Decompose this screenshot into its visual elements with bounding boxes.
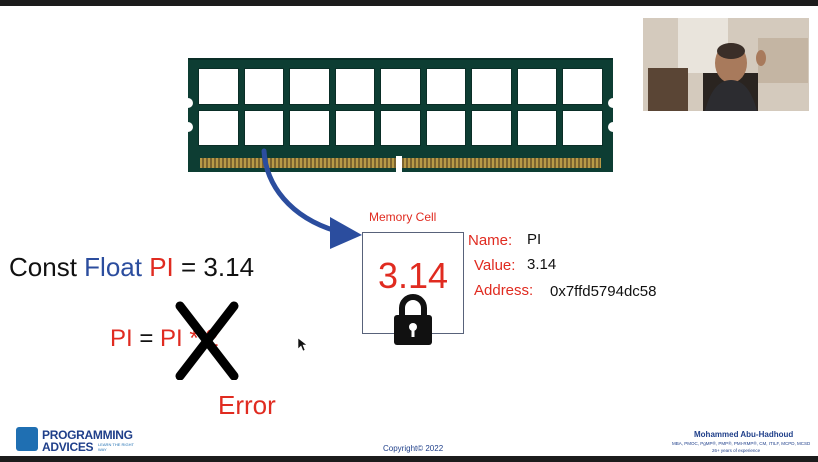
ram-module	[183, 58, 618, 172]
ram-cell	[334, 68, 376, 105]
logo-line2: ADVICES	[42, 440, 94, 454]
lock-icon	[394, 294, 432, 345]
float-keyword: Float	[84, 252, 142, 282]
author-name: Mohammed Abu-Hadhoud	[694, 430, 794, 439]
address-label: Address:	[474, 282, 534, 299]
ram-cell	[289, 68, 330, 105]
ram-side-notch-right-bottom	[608, 122, 618, 132]
arrow-icon	[261, 148, 362, 249]
ram-cell	[243, 109, 285, 146]
memory-cell-box: 3.14	[362, 232, 464, 345]
ram-cell	[380, 109, 421, 146]
reassign-equals: =	[139, 325, 154, 352]
ram-cell	[471, 109, 512, 146]
logo-tagline: LEARN THE RIGHT WAY	[98, 442, 134, 452]
ram-cell	[562, 109, 603, 146]
ram-cell	[471, 68, 512, 105]
programming-advices-logo: PROGRAMMING ADVICES LEARN THE RIGHT WAY	[16, 427, 136, 454]
memory-cell-value: 3.14	[377, 255, 449, 296]
ram-notch	[396, 156, 402, 172]
error-label: Error	[218, 390, 276, 420]
ram-cell	[289, 109, 330, 146]
reassign-lhs: PI	[110, 325, 133, 352]
ram-side-notch-right-top	[608, 98, 618, 108]
ram-cell	[562, 68, 603, 105]
author-experience: 26+ years of experience	[712, 448, 761, 453]
cursor-icon	[298, 338, 308, 352]
video-frame-bottom	[0, 456, 818, 462]
logo-line1: PROGRAMMING	[42, 428, 133, 442]
value-label: Value:	[474, 257, 516, 274]
ram-cell	[425, 109, 467, 146]
ram-cell	[425, 68, 467, 105]
ram-side-notch-left-top	[183, 98, 193, 108]
video-frame-top	[0, 0, 818, 6]
ram-cell	[198, 68, 239, 105]
memory-cell-title: Memory Cell	[369, 210, 437, 224]
address-value: 0x7ffd5794dc58	[550, 283, 657, 300]
ram-cell	[380, 68, 421, 105]
ram-cell	[198, 109, 239, 146]
const-keyword: Const	[9, 252, 77, 282]
logo-icon	[16, 427, 38, 451]
name-value: PI	[527, 231, 542, 248]
pi-identifier: PI	[149, 252, 174, 282]
const-assignment: = 3.14	[181, 252, 255, 282]
ram-cell	[516, 109, 558, 146]
ram-cell	[516, 68, 558, 105]
value-value: 3.14	[527, 256, 557, 273]
const-declaration: Const Float PI = 3.14	[9, 252, 254, 283]
ram-cell	[243, 68, 285, 105]
ram-cell	[334, 109, 376, 146]
name-label: Name:	[468, 232, 513, 249]
ram-side-notch-left-bottom	[183, 122, 193, 132]
ram-cell-grid	[198, 68, 603, 146]
copyright: Copyright© 2022	[383, 444, 444, 453]
presenter-webcam	[643, 18, 809, 111]
author-credentials: MBA, PMOC, PgMP®, PMP®, PMI-RMP®, CM, IT…	[672, 441, 811, 446]
cross-icon	[175, 301, 239, 380]
